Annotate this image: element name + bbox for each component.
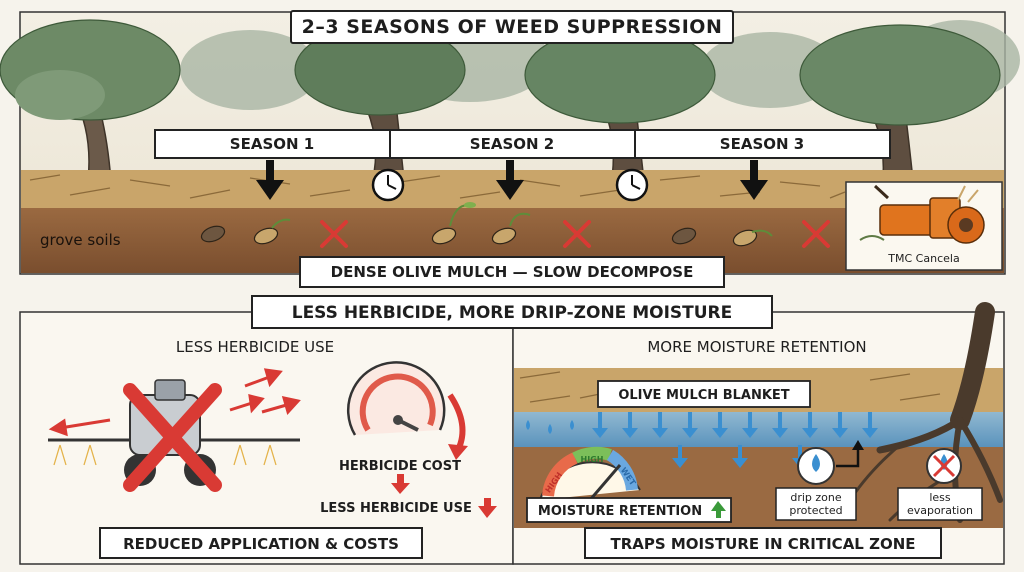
left-caption: REDUCED APPLICATION & COSTS <box>123 535 399 553</box>
water-arrow-icon <box>682 412 698 438</box>
spray-drift-arrows <box>48 368 301 437</box>
clock-icon <box>615 168 649 202</box>
red-x-icon <box>802 220 830 248</box>
middle-title: LESS HERBICIDE, MORE DRIP-ZONE MOISTURE <box>292 303 733 323</box>
middle-title-box <box>251 295 773 329</box>
red-x-icon <box>563 220 591 248</box>
evap-label-box <box>897 487 983 521</box>
gauge-label: HIGH <box>581 455 604 464</box>
right-heading: MORE MOISTURE RETENTION <box>647 338 866 356</box>
water-arrow-icon <box>672 445 688 468</box>
use-label: LESS HERBICIDE USE <box>320 501 472 516</box>
down-arrow-icon <box>256 160 284 200</box>
season-banner <box>154 129 891 159</box>
mulch-blanket-label-box <box>597 380 811 408</box>
left-heading: LESS HERBICIDE USE <box>176 338 334 356</box>
soil-label: grove soils <box>40 231 121 249</box>
top-panel <box>0 11 1020 288</box>
right-caption: TRAPS MOISTURE IN CRITICAL ZONE <box>610 535 915 553</box>
left-panel-frame <box>19 311 514 565</box>
down-arrow-red-icon <box>391 474 410 494</box>
left-panel <box>19 311 514 565</box>
water-arrow-icon <box>742 412 758 438</box>
water-drop-arrows <box>592 412 878 468</box>
season-arrows <box>256 160 768 200</box>
down-arrow-icon <box>740 160 768 200</box>
down-arrow-icon <box>496 160 524 200</box>
water-arrow-icon <box>832 412 848 438</box>
blanket-label: OLIVE MULCH BLANKET <box>618 388 789 403</box>
drip-label: drip zone protected <box>789 491 843 517</box>
weed-seeds <box>200 202 773 247</box>
season-label: SEASON 2 <box>470 135 554 153</box>
cost-gauge-icon <box>347 361 468 460</box>
water-layer <box>514 412 1003 447</box>
water-arrow-icon <box>802 412 818 438</box>
down-arrow-red-icon <box>478 498 497 518</box>
water-arrow-icon <box>592 412 608 438</box>
olive-tree-left <box>0 19 181 201</box>
up-arrow-green-icon <box>711 501 726 518</box>
big-red-x-icon <box>123 383 222 492</box>
moisture-gauge-icon <box>539 446 641 501</box>
red-x-icons <box>320 220 830 248</box>
water-arrow-icon <box>732 445 748 468</box>
retention-label-box <box>526 497 732 523</box>
evap-label: less evaporation <box>906 491 974 517</box>
clock-icon <box>371 168 405 202</box>
right-caption-box <box>584 527 942 559</box>
retention-label: MOISTURE RETENTION <box>538 504 702 519</box>
text-layer: SEASON 1 SEASON 2 SEASON 3 grove soils D… <box>40 135 960 553</box>
machine-inset <box>845 181 1003 271</box>
mulch-texture <box>29 174 846 199</box>
cost-label: HERBICIDE COST <box>339 459 461 474</box>
page-title: 2–3 SEASONS OF WEED SUPPRESSION <box>290 10 734 44</box>
water-arrow-icon <box>652 412 668 438</box>
water-arrow-icon <box>772 412 788 438</box>
season-label: SEASON 1 <box>230 135 314 153</box>
water-drops <box>526 420 574 434</box>
drip-zone-icon <box>797 440 864 485</box>
red-x-icon <box>320 220 348 248</box>
drip-label-box <box>775 487 857 521</box>
mulcher-machine-icon <box>859 184 985 244</box>
less-evaporation-icon <box>926 448 962 484</box>
water-arrow-icon <box>712 412 728 438</box>
olive-tree-center <box>294 24 466 191</box>
water-arrow-icon <box>622 412 638 438</box>
season-label: SEASON 3 <box>720 135 804 153</box>
right-panel <box>512 302 1005 565</box>
left-caption-box <box>99 527 423 559</box>
top-caption: DENSE OLIVE MULCH — SLOW DECOMPOSE <box>331 263 694 281</box>
top-caption-box <box>299 256 725 288</box>
water-arrow-icon <box>862 412 878 438</box>
brand-label: TMC Cancela <box>887 252 959 265</box>
